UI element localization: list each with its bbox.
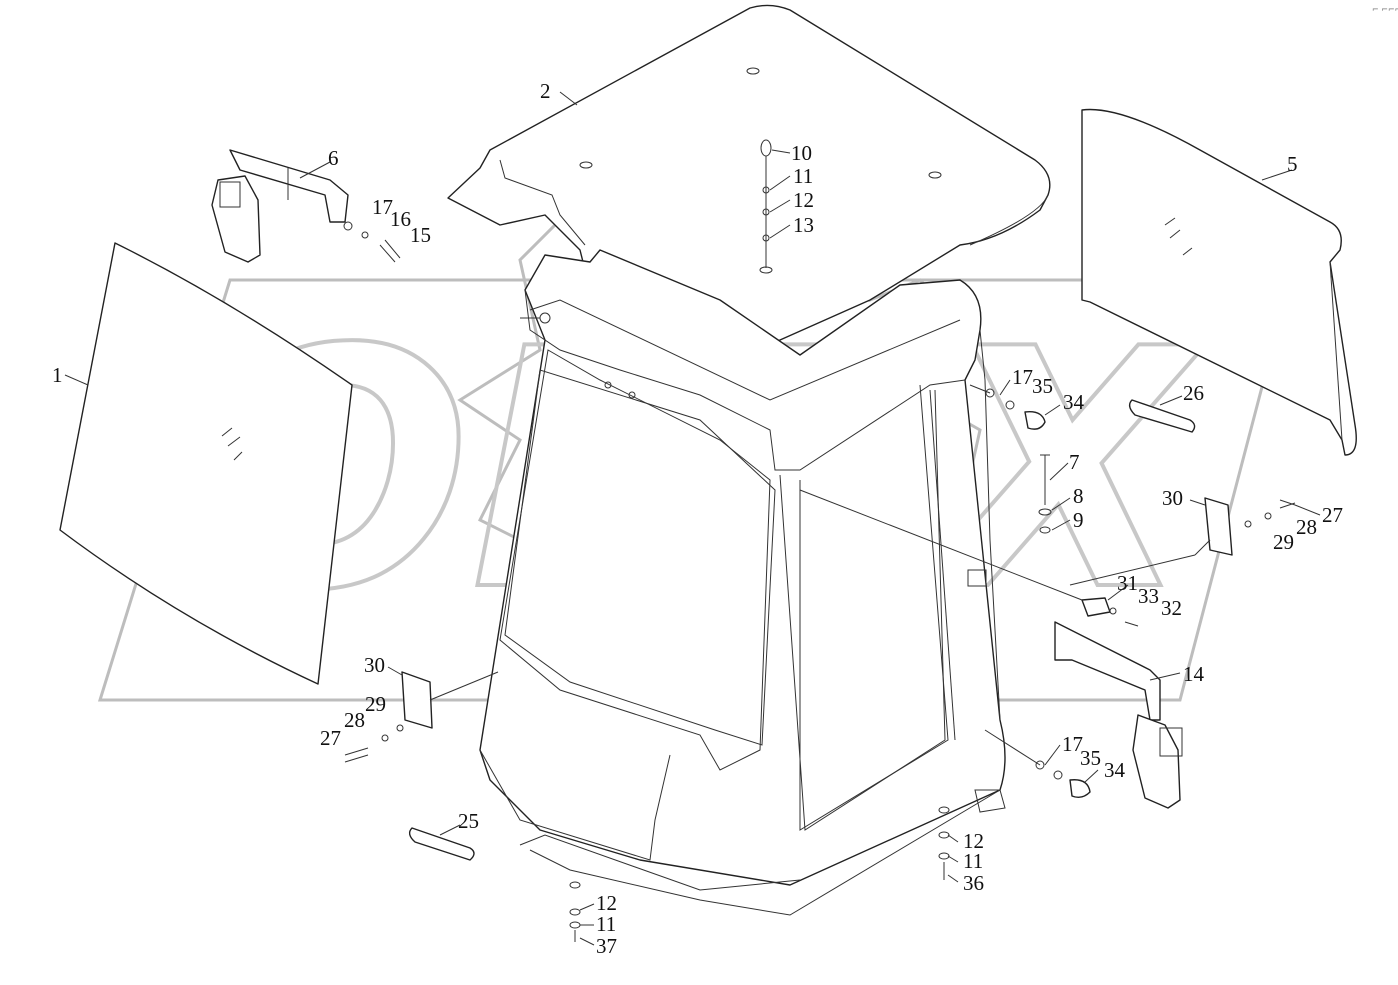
- label-28-left: 28: [344, 708, 365, 732]
- label-29-left: 29: [365, 692, 386, 716]
- label-16: 16: [390, 207, 411, 231]
- leader-lines: [64, 91, 1321, 946]
- label-30-right: 30: [1162, 486, 1183, 510]
- bracket-30-left: [401, 671, 433, 729]
- label-31: 31: [1117, 571, 1138, 595]
- callout-labels: 1 2 5 6 7 8 9 10 11 12 13 14 15 16 17 17…: [52, 79, 1343, 958]
- label-27-right: 27: [1322, 503, 1343, 527]
- side-glass: [1081, 108, 1357, 456]
- label-35-mid: 35: [1032, 374, 1053, 398]
- label-1: 1: [52, 363, 63, 387]
- front-glass: [59, 242, 353, 685]
- label-33: 33: [1138, 584, 1159, 608]
- label-13: 13: [793, 213, 814, 237]
- label-34-low: 34: [1104, 758, 1126, 782]
- bolt-7: [1038, 454, 1052, 534]
- label-10: 10: [791, 141, 812, 165]
- label-17-mid: 17: [1012, 365, 1033, 389]
- label-25: 25: [458, 809, 479, 833]
- label-8: 8: [1073, 484, 1084, 508]
- label-15: 15: [410, 223, 431, 247]
- fasteners: [343, 221, 1296, 942]
- label-17-left: 17: [372, 195, 393, 219]
- label-36: 36: [963, 871, 984, 895]
- label-29-right: 29: [1273, 530, 1294, 554]
- label-14: 14: [1183, 662, 1205, 686]
- label-34-mid: 34: [1063, 390, 1085, 414]
- label-35-low: 35: [1080, 746, 1101, 770]
- label-28-right: 28: [1296, 515, 1317, 539]
- label-7: 7: [1069, 450, 1080, 474]
- label-30-left: 30: [364, 653, 385, 677]
- grab-handle-26: [1128, 399, 1196, 433]
- right-mirror: [1054, 621, 1183, 809]
- bracket-30-right: [1204, 497, 1233, 556]
- label-2: 2: [540, 79, 551, 103]
- label-37: 37: [596, 934, 617, 958]
- label-12-right-bottom: 12: [963, 829, 984, 853]
- label-11-right-bottom: 11: [963, 849, 983, 873]
- label-9: 9: [1073, 508, 1084, 532]
- label-6: 6: [328, 146, 339, 170]
- label-11-bottom-left: 11: [596, 912, 616, 936]
- label-26: 26: [1183, 381, 1204, 405]
- left-mirror: [211, 149, 349, 263]
- label-32: 32: [1161, 596, 1182, 620]
- label-5: 5: [1287, 152, 1298, 176]
- eyebolt-10: [759, 139, 773, 274]
- label-27-left: 27: [320, 726, 341, 750]
- label-17-low: 17: [1062, 732, 1083, 756]
- label-11-top: 11: [793, 164, 813, 188]
- label-12-bottom-left: 12: [596, 891, 617, 915]
- corner-mark: ⌐ ⌐⌐⌐: [1372, 5, 1398, 14]
- grab-handle-25: [408, 827, 475, 861]
- label-12-top: 12: [793, 188, 814, 212]
- cab-body: [479, 249, 1006, 916]
